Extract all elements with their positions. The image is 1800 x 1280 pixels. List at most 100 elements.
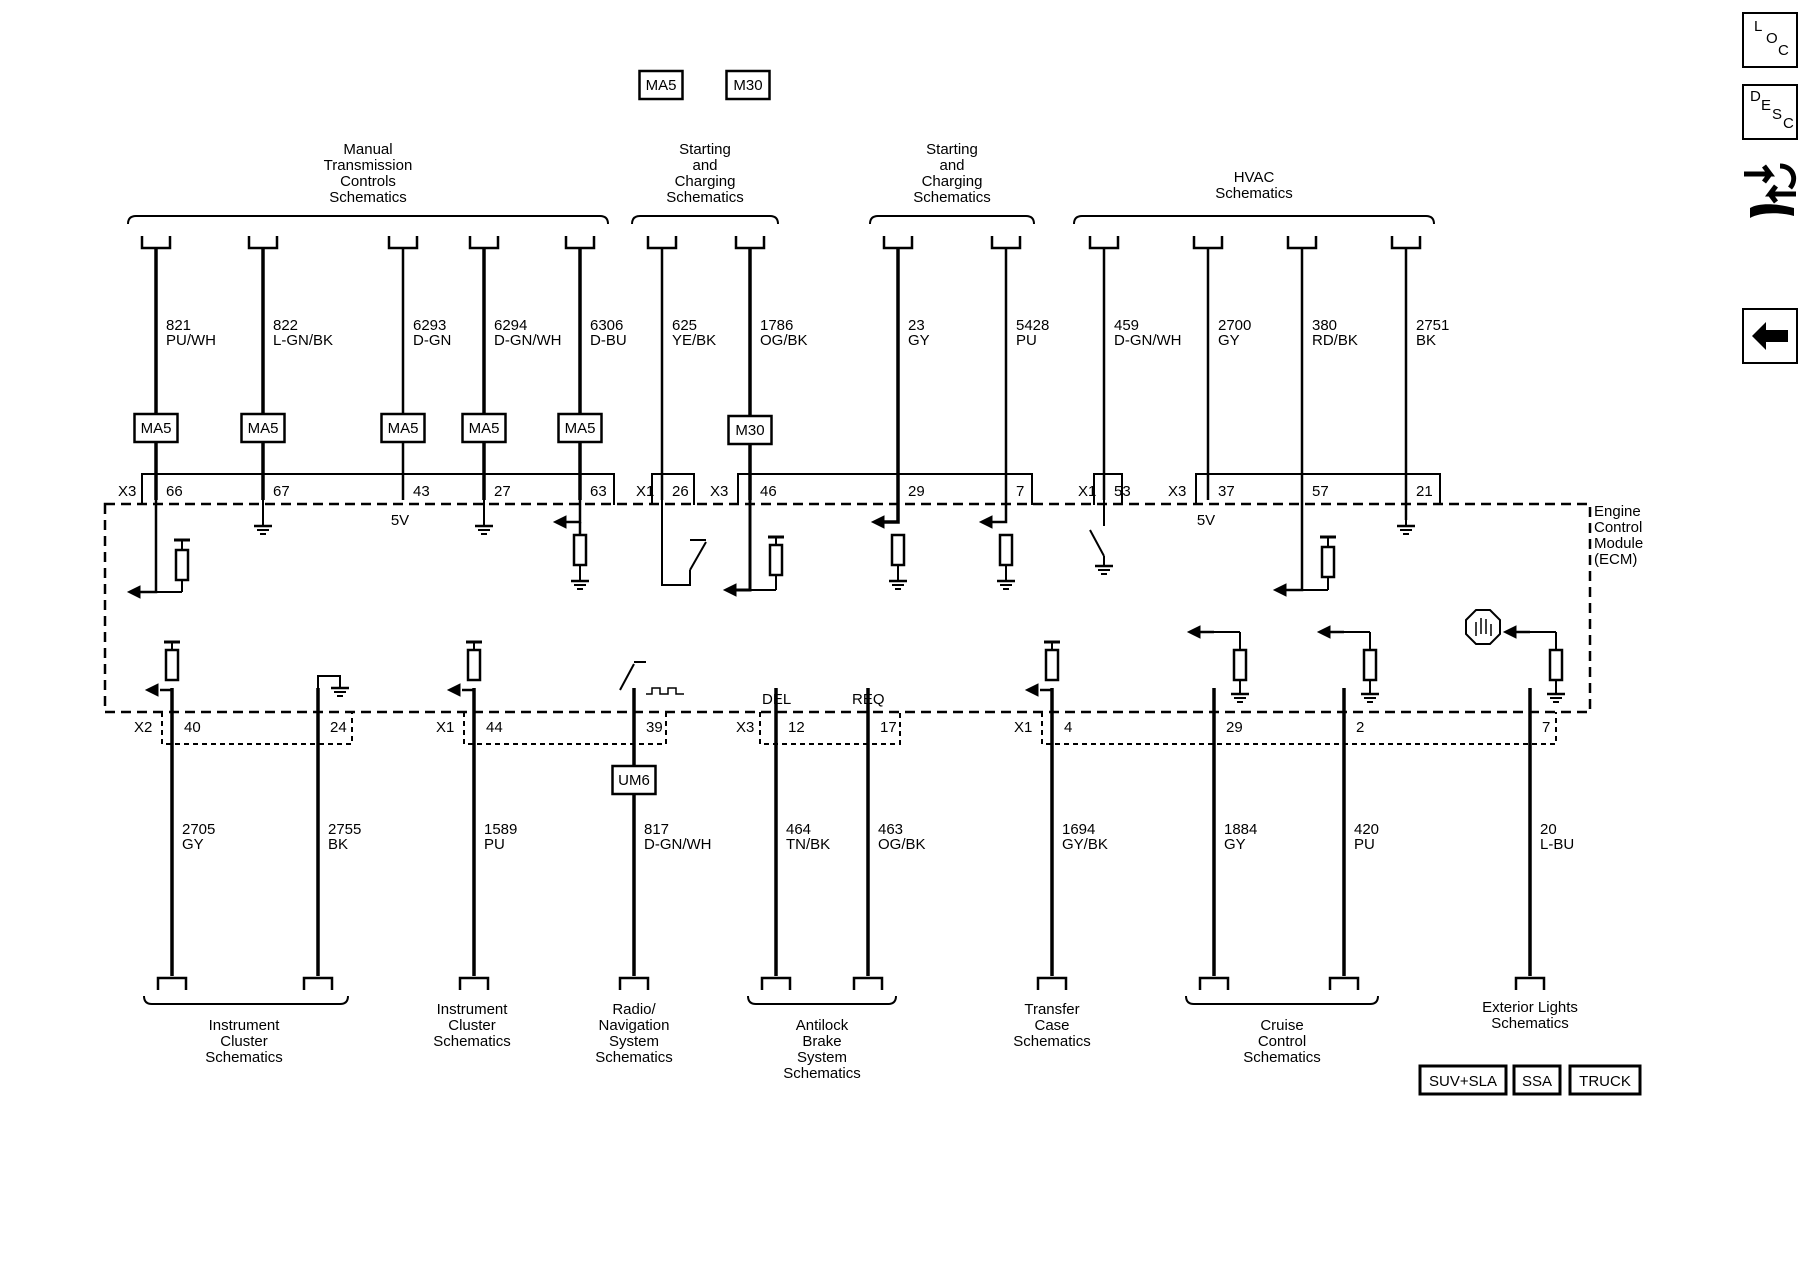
bottom-pin-number: 17 bbox=[880, 719, 897, 736]
bottom-wire-terminal bbox=[760, 976, 792, 990]
connector-tool-icon[interactable] bbox=[1740, 158, 1800, 222]
top-wire-color: D-GN/WH bbox=[1114, 332, 1182, 349]
top-pin-number: 27 bbox=[494, 483, 511, 500]
top-wire-option-box bbox=[557, 412, 603, 444]
bottom-group-label: Control bbox=[1258, 1033, 1306, 1050]
bottom-connector-outline bbox=[161, 712, 353, 745]
bottom-group-label: Instrument bbox=[209, 1017, 281, 1034]
top-group-label: Schematics bbox=[329, 189, 407, 206]
bottom-wire-circuit: 817 bbox=[644, 821, 669, 838]
top-option-ma5: MA5 bbox=[646, 77, 677, 94]
bottom-connector-label: X2 bbox=[134, 719, 152, 736]
top-wire-circuit: 459 bbox=[1114, 317, 1139, 334]
top-group-brace bbox=[1073, 215, 1435, 225]
top-connector-dash bbox=[1195, 473, 1441, 505]
bottom-group-label: Schematics bbox=[433, 1033, 511, 1050]
top-wire-terminal bbox=[1192, 236, 1224, 250]
voltage-label: 5V bbox=[391, 512, 409, 529]
bottom-group-label: Cruise bbox=[1260, 1017, 1303, 1034]
top-wire-terminal bbox=[1088, 236, 1120, 250]
top-group-label: Schematics bbox=[913, 189, 991, 206]
top-wire-terminal bbox=[882, 236, 914, 250]
voltage-label: 5V bbox=[1197, 512, 1215, 529]
bottom-wire-color: PU bbox=[484, 836, 505, 853]
top-wire-color: D-GN bbox=[413, 332, 451, 349]
internal-wire bbox=[317, 675, 341, 690]
bottom-group-brace bbox=[747, 995, 897, 1005]
vehicle-tag: SUV+SLA bbox=[1429, 1073, 1497, 1090]
bottom-wire-circuit: 1589 bbox=[484, 821, 517, 838]
top-wire-circuit: 2700 bbox=[1218, 317, 1251, 334]
signal-arrow bbox=[978, 515, 993, 529]
top-wire-option-box bbox=[133, 412, 179, 444]
top-connector-label: X3 bbox=[710, 483, 728, 500]
bottom-group-label: System bbox=[609, 1033, 659, 1050]
top-wire-terminal bbox=[646, 236, 678, 250]
top-wire-option-box bbox=[727, 414, 773, 446]
top-wire-color: RD/BK bbox=[1312, 332, 1358, 349]
internal-wire bbox=[736, 500, 752, 592]
top-group-label: Starting bbox=[679, 141, 731, 158]
bottom-wire-color: TN/BK bbox=[786, 836, 830, 853]
signal-arrow bbox=[144, 683, 159, 697]
internal-wire bbox=[140, 500, 158, 594]
top-option-m30-box bbox=[725, 69, 771, 101]
signal-arrow bbox=[446, 683, 461, 697]
signal-arrow bbox=[1024, 683, 1039, 697]
switch-contact bbox=[689, 541, 707, 571]
description-button[interactable]: D E S C bbox=[1742, 84, 1798, 140]
top-wire-terminal bbox=[140, 236, 172, 250]
vehicle-tag: TRUCK bbox=[1579, 1073, 1631, 1090]
top-wire-option-box bbox=[461, 412, 507, 444]
top-group-brace bbox=[869, 215, 1035, 225]
bottom-pin-number: 2 bbox=[1356, 719, 1364, 736]
top-wire-option: M30 bbox=[735, 422, 764, 439]
top-wire-circuit: 5428 bbox=[1016, 317, 1049, 334]
signal-label-req: REQ bbox=[852, 691, 885, 708]
signal-arrow bbox=[1316, 625, 1331, 639]
bottom-wire-color: L-BU bbox=[1540, 836, 1574, 853]
signal-arrow bbox=[552, 515, 567, 529]
bottom-connector-label: X3 bbox=[736, 719, 754, 736]
top-connector-dash bbox=[737, 473, 1033, 505]
location-button[interactable]: L O C bbox=[1742, 12, 1798, 68]
bottom-wire-option-box bbox=[611, 764, 657, 796]
top-wire-circuit: 2751 bbox=[1416, 317, 1449, 334]
top-pin-number: 43 bbox=[413, 483, 430, 500]
bottom-wire-terminal bbox=[1198, 976, 1230, 990]
top-option-ma5-box bbox=[638, 69, 684, 101]
bottom-wire-terminal bbox=[1328, 976, 1360, 990]
top-wire-color: L-GN/BK bbox=[273, 332, 333, 349]
top-connector-outline bbox=[651, 473, 695, 505]
bottom-group-label: Schematics bbox=[1243, 1049, 1321, 1066]
back-button[interactable] bbox=[1742, 308, 1798, 364]
bottom-wire-circuit: 20 bbox=[1540, 821, 1557, 838]
top-wire-terminal bbox=[1286, 236, 1318, 250]
bottom-group-label: Schematics bbox=[205, 1049, 283, 1066]
hand-stop-icon bbox=[1475, 618, 1492, 636]
top-pin-number: 57 bbox=[1312, 483, 1329, 500]
bottom-wire-color: GY bbox=[1224, 836, 1246, 853]
vehicle-tag: SSA bbox=[1522, 1073, 1552, 1090]
top-group-brace bbox=[127, 215, 609, 225]
top-wire-circuit: 625 bbox=[672, 317, 697, 334]
description-letter-e: E bbox=[1761, 97, 1772, 114]
top-wire-terminal bbox=[247, 236, 279, 250]
top-wire-option-box bbox=[240, 412, 286, 444]
resistor bbox=[890, 533, 906, 567]
top-pin-number: 66 bbox=[166, 483, 183, 500]
top-wire-option: MA5 bbox=[141, 420, 172, 437]
vehicle-tag-box bbox=[1512, 1064, 1562, 1096]
resistor bbox=[1320, 545, 1336, 579]
bottom-group-label: Schematics bbox=[1491, 1015, 1569, 1032]
top-group-label: HVAC bbox=[1234, 169, 1275, 186]
resistor bbox=[1548, 648, 1564, 682]
wire-layer bbox=[103, 69, 1642, 1096]
top-wire-terminal bbox=[990, 236, 1022, 250]
pulse-symbol bbox=[646, 687, 684, 695]
bottom-group-label: Radio/ bbox=[612, 1001, 656, 1018]
bottom-connector-outline bbox=[759, 712, 901, 745]
ecm-module-label: Engine bbox=[1594, 503, 1641, 520]
bottom-wire-color: OG/BK bbox=[878, 836, 926, 853]
bottom-connector-outline bbox=[1041, 712, 1557, 745]
